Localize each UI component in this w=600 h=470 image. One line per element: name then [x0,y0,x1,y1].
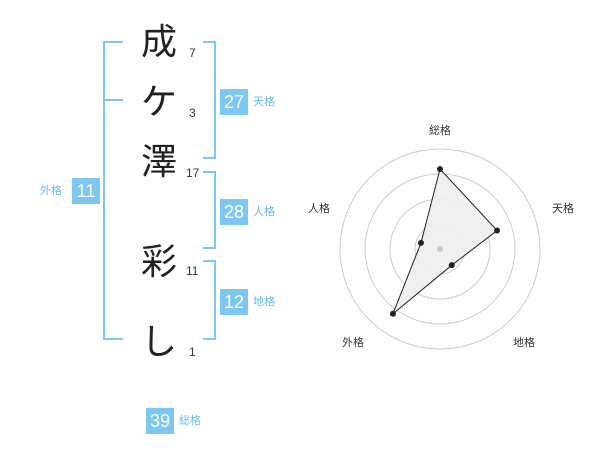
stroke-count-5: 1 [189,345,196,359]
radar-axis-label-soukaku: 総格 [429,123,451,137]
radar-point [448,262,455,269]
stroke-count-4: 11 [186,264,199,278]
radar-center-dot [437,246,443,252]
gaikaku-value: 11 [72,178,100,204]
gaikaku-label: 外格 [40,184,62,197]
radar-ring [339,148,541,350]
chikaku-bracket [203,260,216,340]
radar-point [389,310,396,317]
name-char-2: ケ [140,82,177,123]
radar-axis-label-jinkaku: 人格 [308,201,330,215]
radar-axis-label-tenkaku: 天格 [552,201,574,215]
stroke-count-2: 3 [189,106,196,120]
jinkaku-value: 28 [220,199,248,225]
stroke-count-3: 17 [186,166,200,180]
soukaku-label: 総格 [179,414,201,427]
stroke-count-1: 7 [189,46,196,60]
radar-polygon [392,167,498,315]
soukaku-value: 39 [146,408,174,434]
jinkaku-bracket [203,171,216,249]
chikaku-value: 12 [220,289,248,315]
tenkaku-value: 27 [220,89,248,115]
radar-point [494,227,501,234]
tenkaku-label: 天格 [253,95,275,108]
gaikaku-bracket-tick [103,99,123,101]
gaikaku-bracket [103,41,123,340]
radar-points [389,166,501,317]
radar-point [417,239,424,246]
radar-point [437,166,443,172]
name-char-3: 澤 [140,142,177,183]
name-char-4: 彩 [140,242,177,283]
name-char-1: 成 [140,22,177,63]
name-char-5: し [140,322,177,363]
radar-axis-label-chikaku: 地格 [513,335,535,349]
tenkaku-bracket [203,41,216,159]
radar-axis-label-gaikaku: 外格 [342,335,364,349]
chikaku-label: 地格 [253,295,275,308]
jinkaku-label: 人格 [253,205,275,218]
